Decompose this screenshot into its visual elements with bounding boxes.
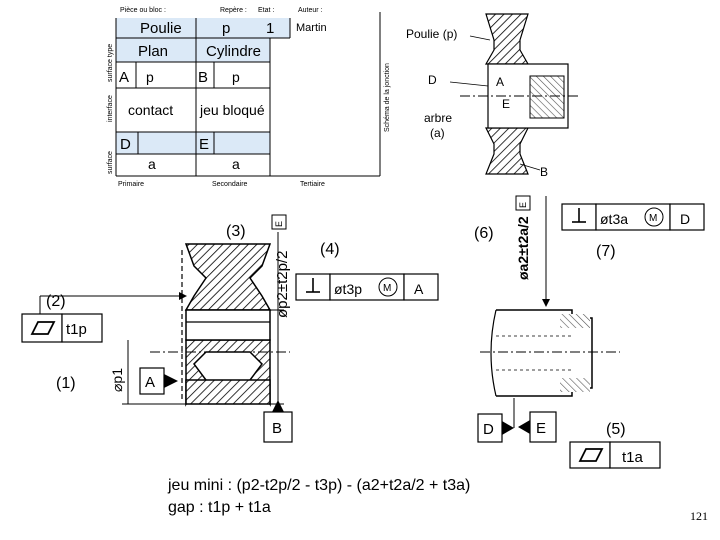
datum-d: D	[483, 421, 494, 438]
header-repere: Repère :	[220, 7, 247, 14]
repere-value: p	[222, 20, 230, 37]
formula-gap: gap : t1p + t1a	[168, 499, 271, 516]
perp-mod-shaft: M	[649, 213, 657, 224]
footer-secondary: Secondaire	[212, 181, 248, 188]
pulley-label-4: (4)	[320, 241, 340, 258]
header-auteur: Auteur :	[298, 7, 323, 14]
perp-mod-pulley: M	[383, 283, 391, 294]
surface-secondary: a	[232, 156, 240, 172]
piece-name: Poulie	[140, 20, 182, 37]
letter-e: E	[199, 136, 209, 153]
dim-p2: øp2±t2p/2	[274, 251, 291, 318]
perp-tol-shaft: øt3a	[600, 211, 628, 227]
cell-cylindre	[196, 38, 270, 62]
footer-primary: Primaire	[118, 181, 144, 188]
dim-a2-envelope: E	[518, 202, 528, 208]
joint-schematic: Poulie (p) D A E arbre (a) B	[406, 13, 580, 179]
interface-primary: contact	[128, 102, 173, 118]
letter-d: D	[120, 136, 131, 153]
pulley-label-1: (1)	[56, 375, 76, 392]
page-number: 121	[690, 509, 708, 523]
footer-tertiary: Tertiaire	[300, 181, 325, 188]
datum-a: A	[145, 374, 155, 391]
pulley-drawing: øp2±t2p/2 E ⌀p1 t1p øt3p M A A B (3) (4)	[21, 214, 439, 443]
dim-p1: ⌀p1	[109, 368, 125, 392]
perp-ref-shaft: D	[680, 211, 690, 227]
etat-value: 1	[266, 20, 274, 37]
pulley-label-3: (3)	[226, 223, 246, 240]
interface-secondary: jeu bloqué	[199, 102, 265, 118]
pulley-label-2: (2)	[46, 293, 66, 310]
cell-plan	[116, 38, 196, 62]
joint-shaft-label-1: arbre	[424, 111, 452, 125]
header-etat: Etat :	[258, 7, 274, 14]
surface-primary: a	[148, 156, 156, 172]
side-interface: interface	[107, 95, 114, 122]
cell-piece-name	[116, 18, 196, 38]
joint-label-b: B	[540, 165, 548, 179]
side-surface: surface	[107, 151, 114, 174]
joint-shaft-label-2: (a)	[430, 126, 445, 140]
dim-a2: øa2±t2a/2	[515, 216, 531, 280]
specification-table: Pièce ou bloc : Repère : Etat : Auteur :	[107, 7, 391, 188]
flat-tol-shaft: t1a	[622, 449, 644, 466]
letter-a: A	[119, 69, 129, 86]
formula-jeu-mini: jeu mini : (p2-t2p/2 - t3p) - (a2+t2a/2 …	[167, 477, 470, 494]
joint-schema-label: Schéma de la jonction	[384, 63, 391, 132]
datum-e: E	[536, 420, 546, 437]
letter-b: B	[198, 69, 208, 86]
perp-tol-pulley: øt3p	[334, 281, 362, 297]
datum-b: B	[272, 420, 282, 437]
joint-label-e: E	[502, 97, 510, 111]
flat-tol-pulley: t1p	[66, 321, 87, 338]
author-value: Martin	[296, 22, 327, 34]
cell-surface-a1	[116, 132, 196, 154]
sub-b: p	[232, 69, 240, 85]
joint-pulley-label: Poulie (p)	[406, 27, 457, 41]
shaft-label-5: (5)	[606, 421, 626, 438]
shaft-label-6: (6)	[474, 225, 494, 242]
sub-a: p	[146, 69, 154, 85]
joint-label-d: D	[428, 73, 437, 87]
cell-repere	[196, 18, 290, 38]
joint-label-a: A	[496, 75, 504, 89]
perp-ref-pulley: A	[414, 281, 424, 297]
dim-p2-envelope: E	[274, 221, 284, 227]
side-surface-type: surface type	[107, 44, 114, 82]
surface-type-secondary: Cylindre	[206, 43, 261, 60]
shaft-label-7: (7)	[596, 243, 616, 260]
surface-type-primary: Plan	[138, 43, 168, 60]
shaft-drawing: øa2±t2a/2 E øt3a M D D E t1a (6) (7) (5)	[474, 195, 705, 469]
header-piece: Pièce ou bloc :	[120, 7, 166, 14]
